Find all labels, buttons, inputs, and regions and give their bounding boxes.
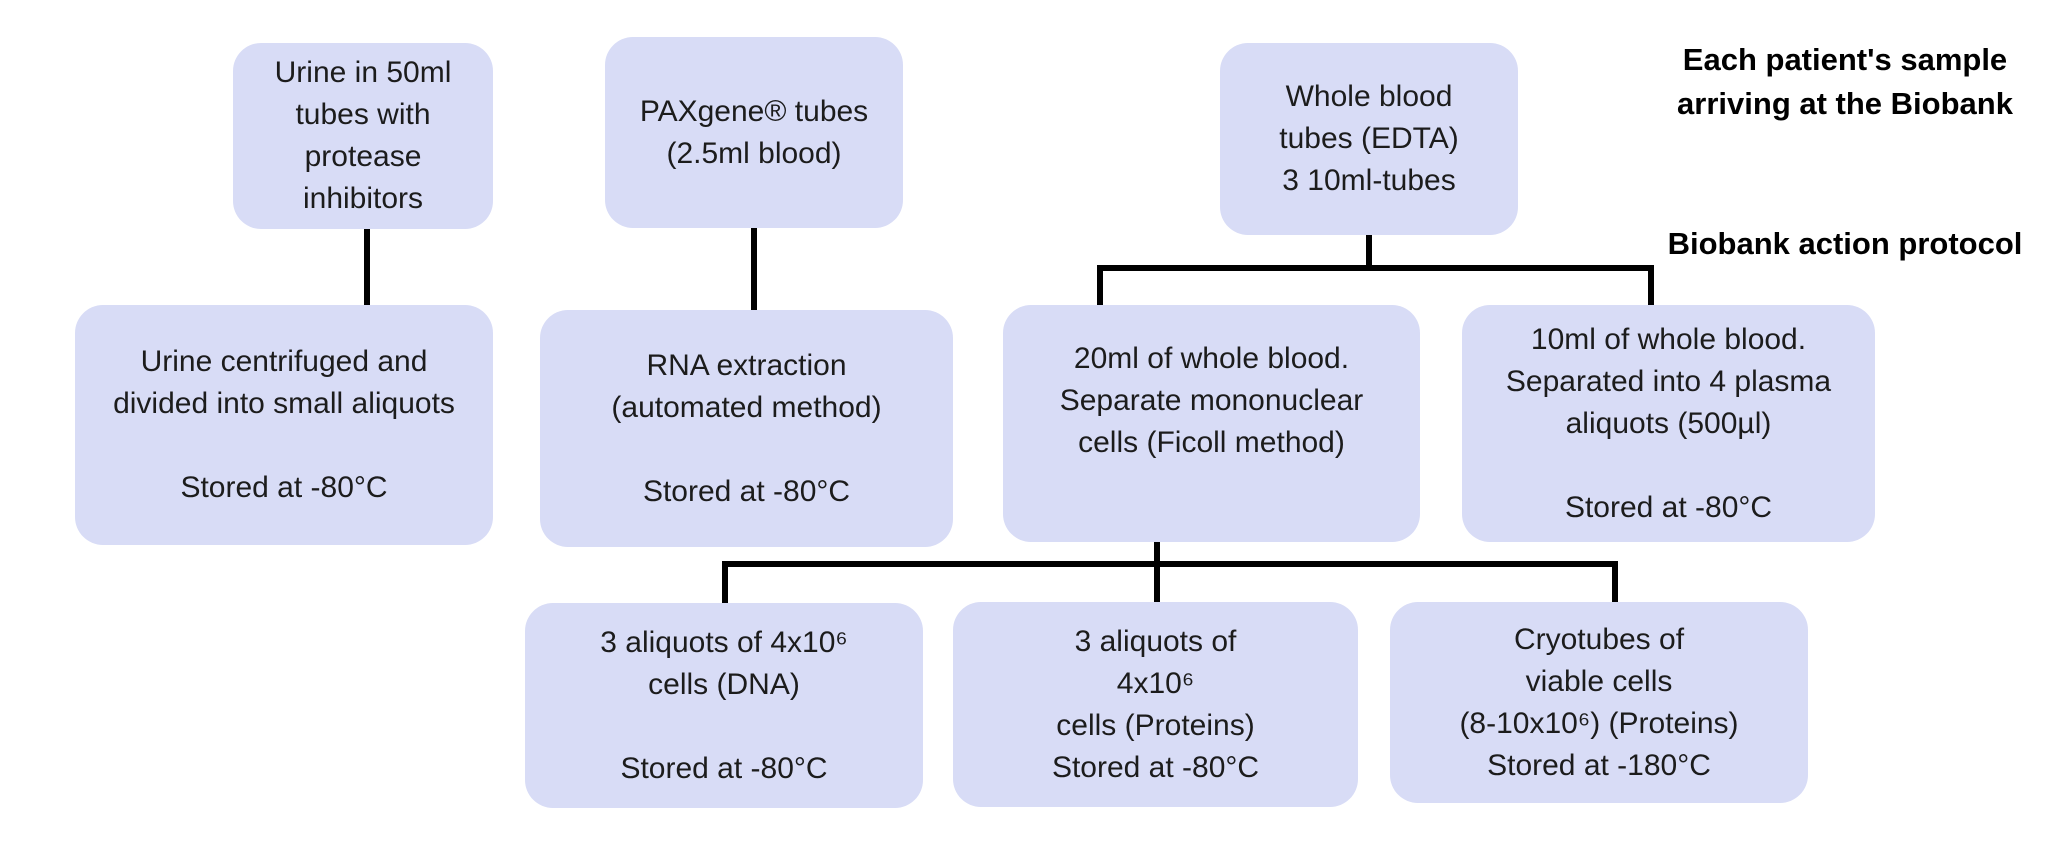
label-biobank-action-protocol: Biobank action protocol [1667,226,2023,261]
connector-paxgene-vertical [751,228,757,312]
connector-wholeblood-split-bar [1097,265,1654,271]
node-urine-processed: Urine centrifuged and divided into small… [75,305,493,545]
node-blood-10ml: 10ml of whole blood. Separated into 4 pl… [1462,305,1875,542]
connector-split-to-blood20 [1097,265,1103,307]
node-dna-aliquots: 3 aliquots of 4x10⁶ cells (DNA) Stored a… [525,603,923,808]
connector-blood20-stub [1154,542,1160,604]
connector-blood20-split-bar [722,561,1618,567]
connector-split-to-dna [722,561,728,605]
connector-wholeblood-stub [1366,235,1372,271]
node-urine-source: Urine in 50ml tubes with protease inhibi… [233,43,493,229]
connector-split-to-blood10 [1648,265,1654,307]
node-paxgene-tubes: PAXgene® tubes (2.5ml blood) [605,37,903,228]
node-blood-20ml: 20ml of whole blood. Separate mononuclea… [1003,305,1420,542]
connector-split-to-cryotubes [1612,561,1618,604]
node-protein-aliquots: 3 aliquots of 4x10⁶ cells (Proteins) Sto… [953,602,1358,807]
node-whole-blood: Whole blood tubes (EDTA) 3 10ml-tubes [1220,43,1518,235]
node-cryotubes: Cryotubes of viable cells (8-10x10⁶) (Pr… [1390,602,1808,803]
node-rna-extraction: RNA extraction (automated method) Stored… [540,310,953,547]
connector-urine-vertical [364,229,370,307]
label-patient-sample-arrival: Each patient's sample arriving at the Bi… [1677,42,2013,121]
